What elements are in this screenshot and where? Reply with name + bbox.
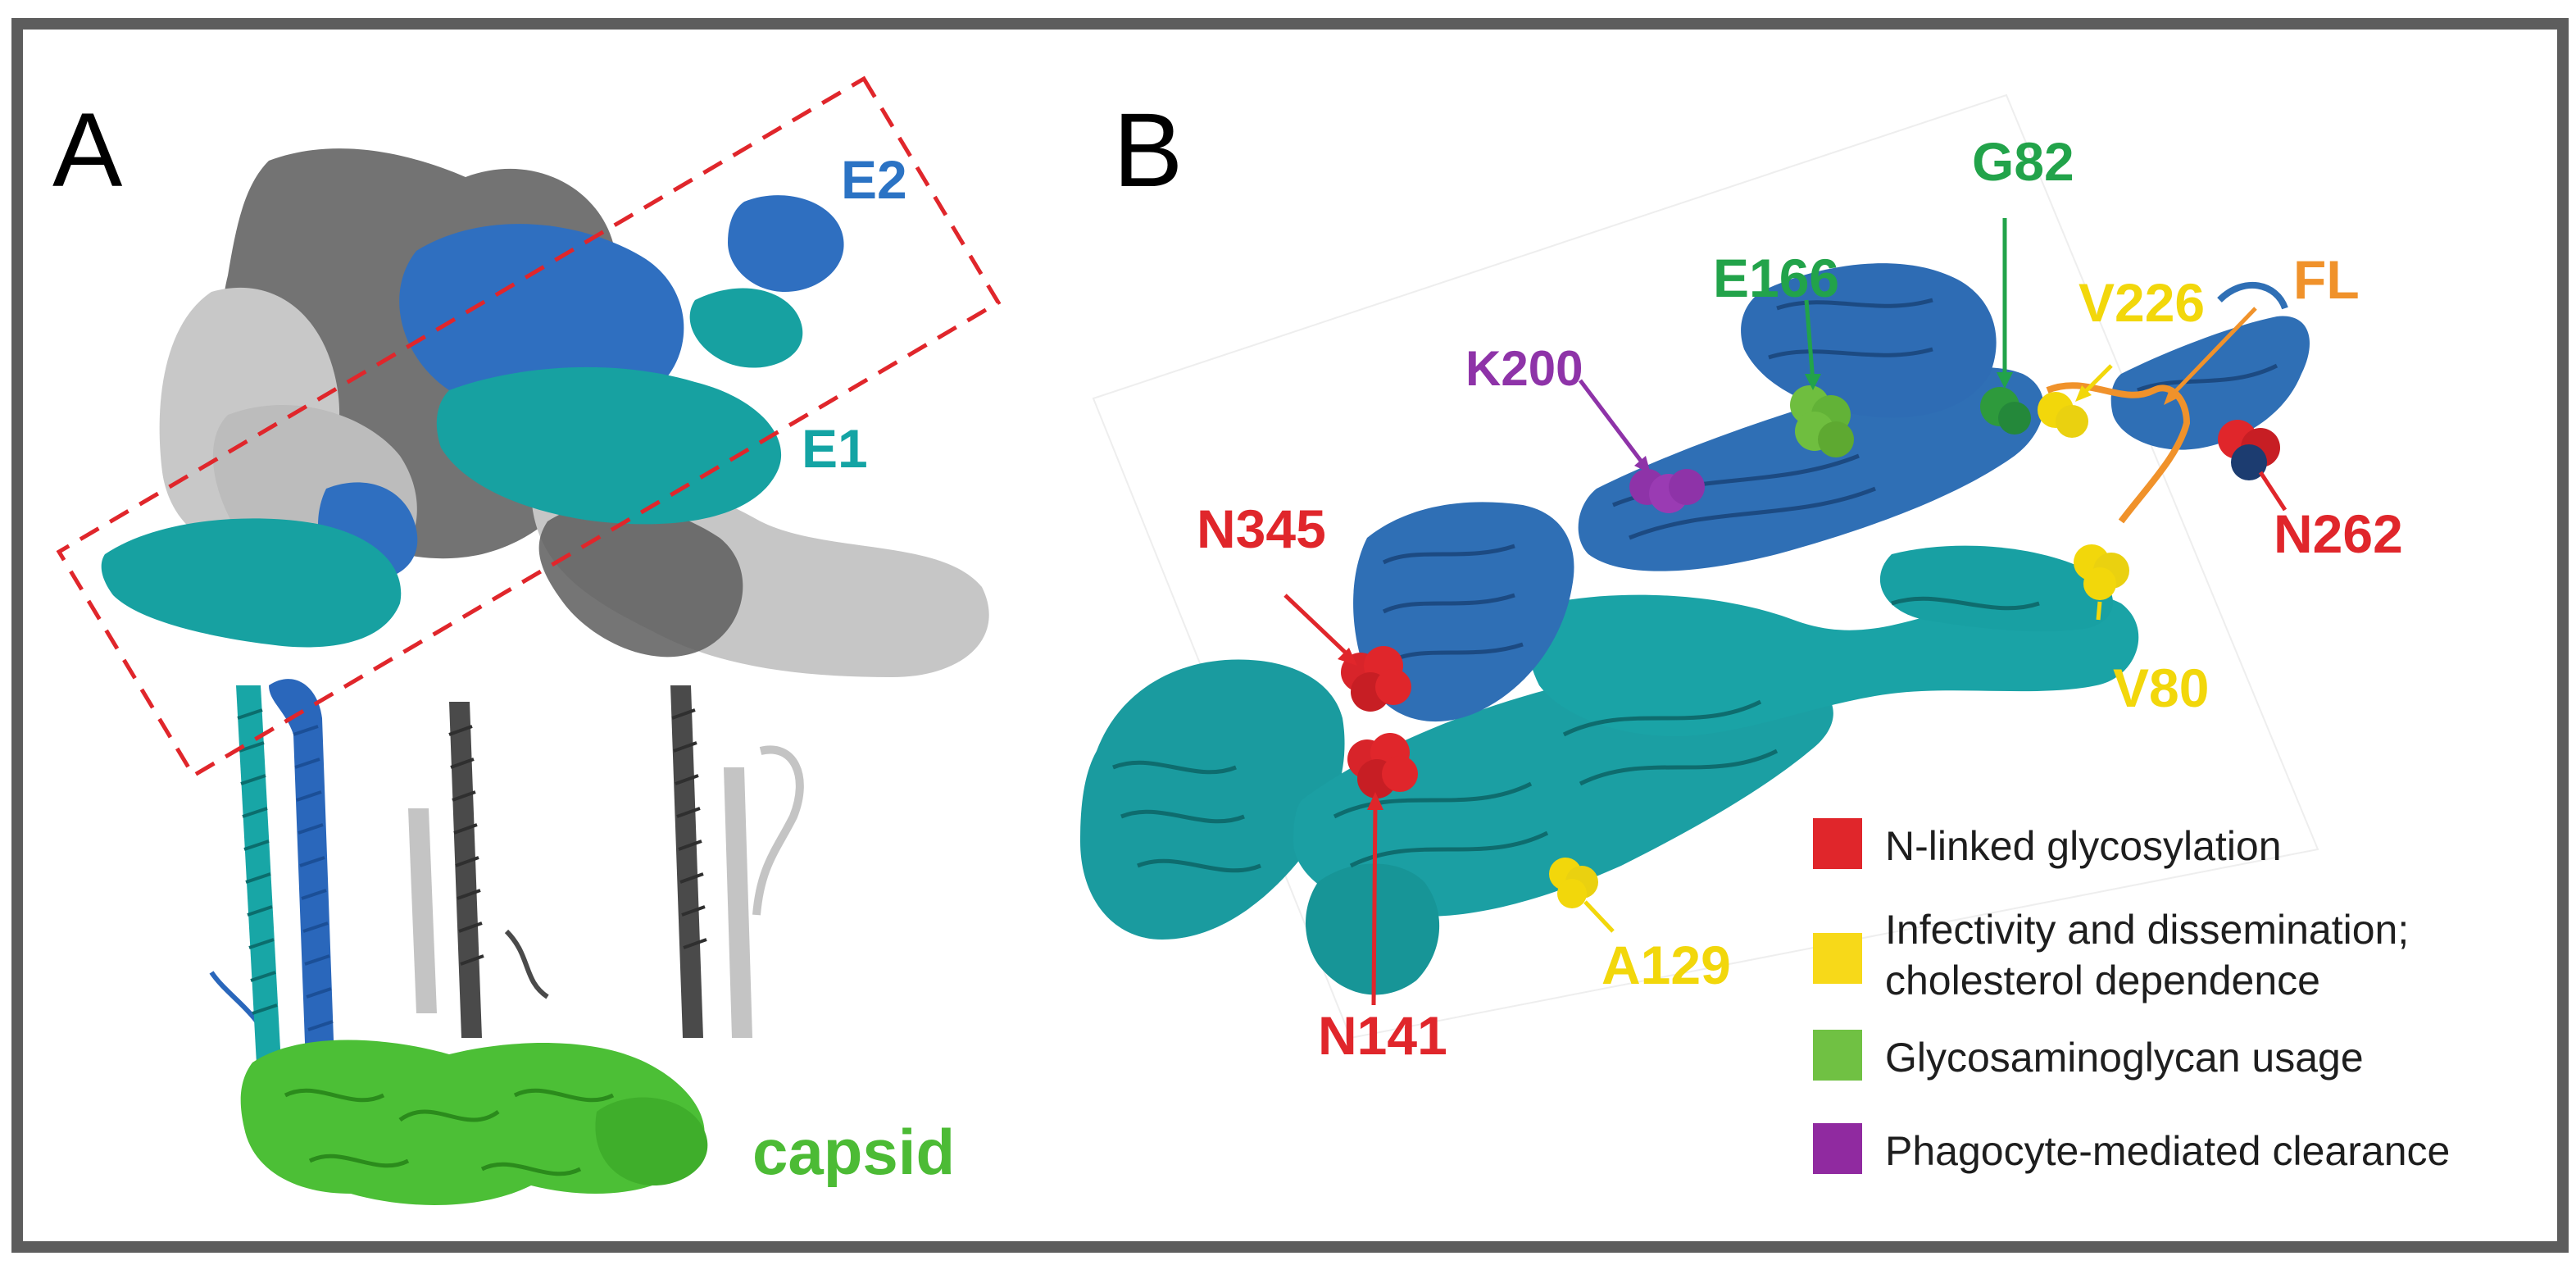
label-a129: A129	[1601, 935, 1731, 995]
label-n141: N141	[1318, 1005, 1447, 1066]
legend-swatch-red	[1813, 818, 1862, 869]
panel-a-e1-structure	[101, 288, 803, 1064]
label-k200: K200	[1465, 341, 1583, 396]
figure-frame: A B E2 E1 capsid N345 N141 N262 K200 E16…	[11, 18, 2569, 1253]
panel-b-e1-structure	[1080, 545, 2139, 995]
legend-swatch-yellow	[1813, 933, 1862, 984]
legend-swatch-purple	[1813, 1123, 1862, 1174]
label-g82: G82	[1972, 131, 2074, 192]
panel-a-capsid-structure	[240, 1040, 708, 1205]
label-e2: E2	[841, 149, 907, 210]
label-capsid: capsid	[752, 1116, 956, 1188]
label-v80: V80	[2113, 658, 2210, 718]
label-e166: E166	[1713, 248, 1840, 308]
panel-a-highlight-box	[56, 75, 1002, 779]
legend-swatch-green	[1813, 1030, 1862, 1081]
legend-label-line2: cholesterol dependence	[1885, 958, 2320, 1003]
panel-a-letter: A	[52, 92, 123, 209]
legend-label-line1: Infectivity and dissemination;	[1885, 907, 2410, 953]
legend-label: N-linked glycosylation	[1885, 823, 2282, 869]
structure-artwork	[56, 75, 2319, 1205]
label-v226: V226	[2079, 272, 2206, 333]
label-fl: FL	[2293, 249, 2360, 310]
panel-b-arrows	[1283, 218, 2288, 1006]
panel-b-letter: B	[1113, 92, 1184, 209]
label-e1: E1	[802, 418, 868, 479]
legend-label: Glycosaminoglycan usage	[1885, 1035, 2364, 1081]
label-n262: N262	[2274, 503, 2403, 564]
legend-label: Phagocyte-mediated clearance	[1885, 1128, 2451, 1174]
label-n345: N345	[1197, 498, 1326, 559]
panel-b-spheres	[1341, 385, 2280, 908]
